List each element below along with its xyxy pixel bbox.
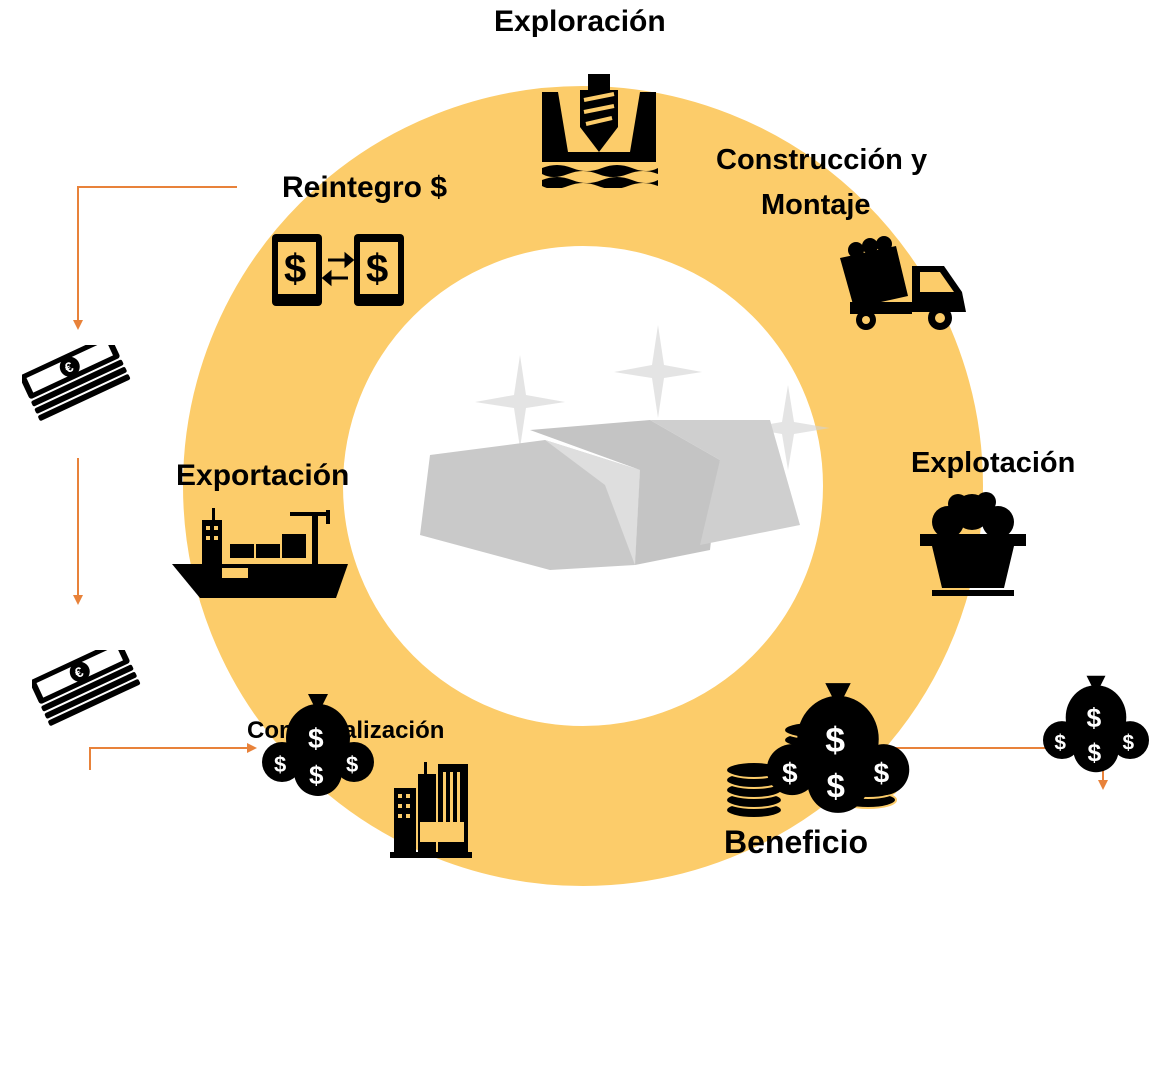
- money-transfer-icon: $ $: [270, 232, 406, 308]
- svg-text:$: $: [825, 720, 845, 760]
- stage-label-construccion-1: Construcción y: [716, 144, 928, 176]
- mine-cart-icon: [918, 492, 1028, 598]
- svg-text:$: $: [366, 247, 388, 291]
- svg-text:$: $: [308, 723, 324, 754]
- drill-icon: [538, 72, 660, 188]
- stage-label-exploracion: Exploración: [494, 5, 666, 38]
- svg-text:$: $: [874, 757, 890, 788]
- banknote-stack-icon: €: [32, 650, 152, 746]
- arrow-money-to-bags: [89, 743, 257, 770]
- stage-label-reintegro: Reintegro $: [282, 171, 448, 204]
- svg-text:$: $: [1123, 732, 1135, 755]
- stage-label-exportacion: Exportación: [176, 459, 350, 492]
- svg-text:$: $: [346, 752, 358, 777]
- svg-text:$: $: [827, 769, 845, 806]
- arrow-reintegro-to-money: [73, 186, 237, 330]
- svg-text:$: $: [1054, 732, 1066, 755]
- svg-text:$: $: [274, 752, 286, 777]
- stage-label-beneficio: Beneficio: [724, 824, 869, 860]
- banknote-stack-icon: €: [22, 345, 142, 441]
- svg-text:$: $: [1087, 703, 1102, 733]
- cargo-ship-icon: [172, 506, 350, 600]
- money-bags-icon: $ $ $ $: [262, 690, 374, 800]
- svg-text:$: $: [284, 247, 306, 291]
- office-buildings-icon: [388, 760, 474, 860]
- svg-text:$: $: [782, 757, 798, 788]
- svg-text:$: $: [1087, 740, 1101, 767]
- svg-text:$: $: [309, 760, 324, 790]
- dump-truck-icon: [836, 236, 970, 332]
- stage-label-explotacion: Explotación: [911, 447, 1076, 479]
- money-bags-icon: $ $ $ $: [1043, 670, 1149, 778]
- gold-bars-icon: [410, 320, 840, 580]
- money-bags-icon: $ $ $ $: [766, 678, 910, 818]
- stage-label-construccion-2: Montaje: [761, 189, 871, 221]
